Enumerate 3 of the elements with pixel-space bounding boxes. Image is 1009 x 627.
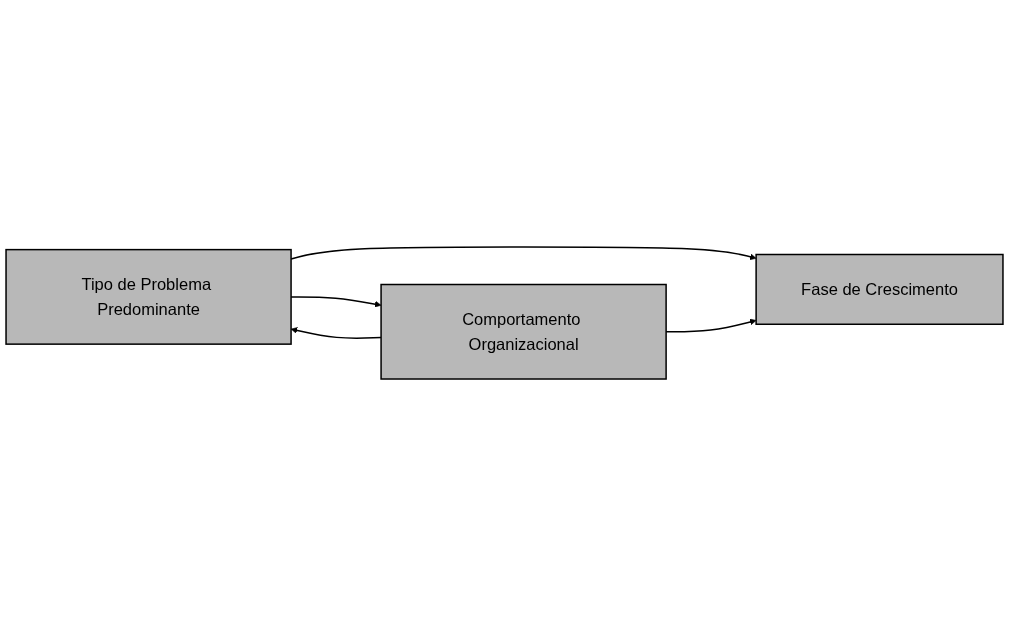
node-box: Comportamento Organizacional <box>380 284 667 381</box>
node-box: Fase de Crescimento <box>755 254 1004 326</box>
node-box: Tipo de Problema Predominante <box>5 249 292 346</box>
